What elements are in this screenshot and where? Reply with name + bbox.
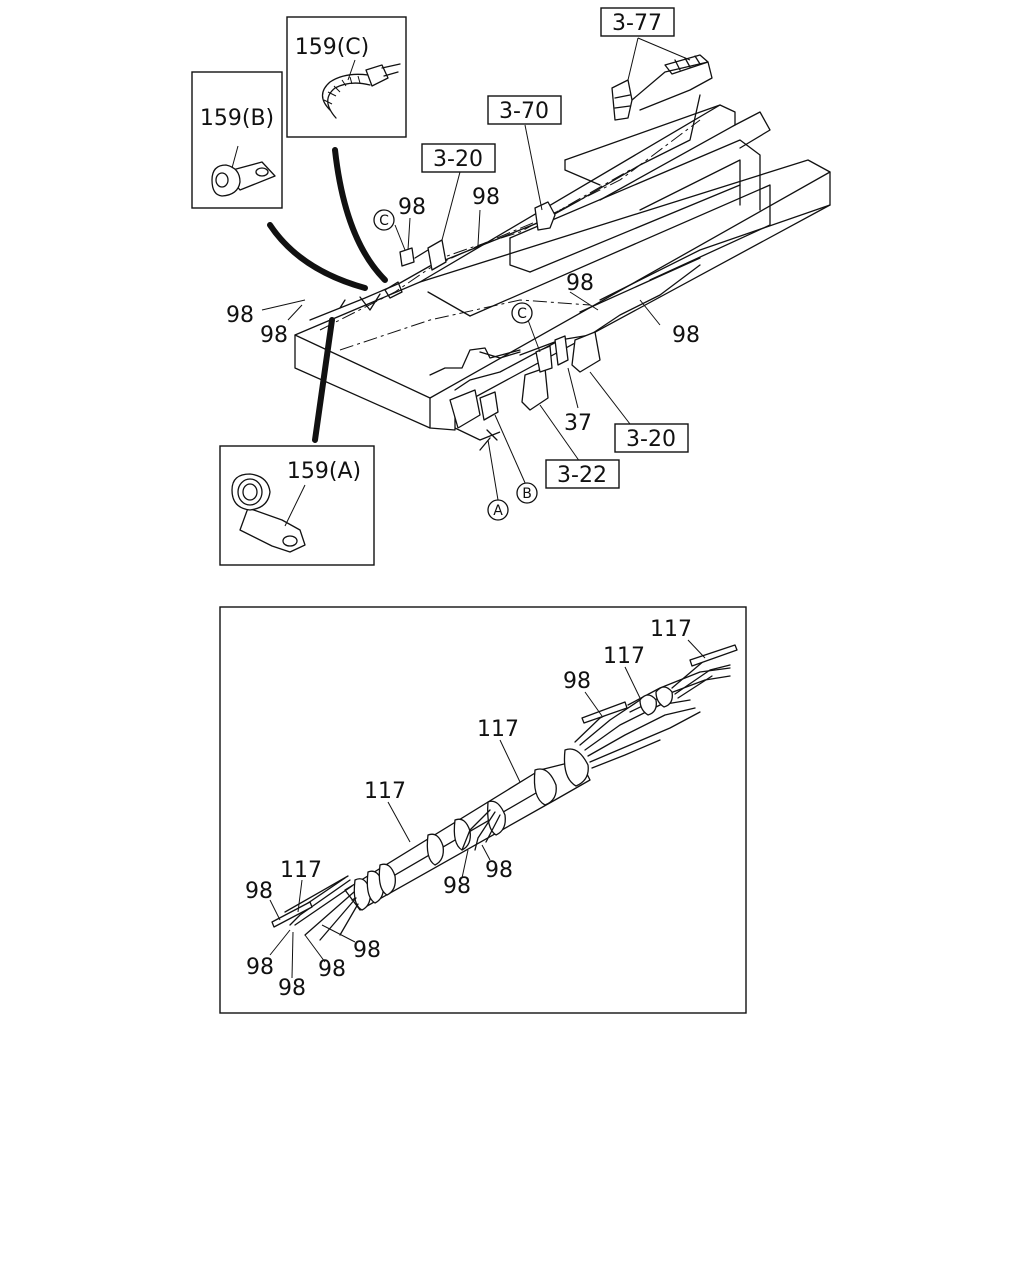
ref-box-3-20-right xyxy=(614,423,689,453)
callout-117-lower: 117 xyxy=(364,779,406,804)
callout-98-bottom-mid-a: 98 xyxy=(443,874,471,899)
marker-b xyxy=(516,482,538,504)
callout-98-bottom-fan-b: 98 xyxy=(246,955,274,980)
ref-box-3-20-left xyxy=(421,143,496,173)
connector-3-77 xyxy=(611,54,713,121)
callout-98-left-b: 98 xyxy=(260,323,288,348)
marker-c-right xyxy=(511,302,533,324)
leader-lines-bottom xyxy=(269,639,706,979)
marker-c-left-label: C xyxy=(379,213,389,229)
ref-3-20-left-label: 3-20 xyxy=(433,147,483,172)
marker-c-left xyxy=(373,209,395,231)
callout-98-bottom-upper: 98 xyxy=(563,669,591,694)
connector-group-left xyxy=(449,389,501,451)
ref-3-77-label: 3-77 xyxy=(612,11,662,36)
callout-98-bottom-fan-c: 98 xyxy=(318,957,346,982)
ref-box-3-77 xyxy=(600,7,675,37)
ref-3-20-right-label: 3-20 xyxy=(626,427,676,452)
callout-arc-159b xyxy=(267,222,368,291)
ref-box-3-22 xyxy=(545,459,620,489)
inset-159a-label: 159(A) xyxy=(287,459,361,484)
callout-98-upper: 98 xyxy=(472,185,500,210)
inset-tie-159c: 159(C) xyxy=(286,16,407,138)
callout-98-bottom-fan-d: 98 xyxy=(278,976,306,1001)
marker-c-right-label: C xyxy=(517,306,527,322)
callout-98-c: 98 xyxy=(398,195,426,220)
callout-98-bottom-mid-b: 98 xyxy=(485,858,513,883)
callout-98-bottom-left: 98 xyxy=(245,879,273,904)
inset-clamp-159a: 159(A) xyxy=(219,445,375,566)
callout-line-159a xyxy=(312,317,335,443)
wire-harness xyxy=(309,94,701,359)
callout-37: 37 xyxy=(564,411,592,436)
callout-98-bottom-fan-a: 98 xyxy=(353,938,381,963)
callout-arc-159c xyxy=(332,147,388,283)
marker-b-label: B xyxy=(522,486,532,502)
callout-98-right: 98 xyxy=(672,323,700,348)
inset-159c-label: 159(C) xyxy=(295,35,370,60)
inset-clamp-159b: 159(B) xyxy=(191,71,283,209)
callout-117-middle: 117 xyxy=(477,717,519,742)
marker-a xyxy=(487,499,509,521)
connector-3-20-left xyxy=(399,239,447,271)
ref-box-3-70 xyxy=(487,95,562,125)
callout-117-upper: 117 xyxy=(603,644,645,669)
harness-body xyxy=(271,644,738,941)
ref-3-22-label: 3-22 xyxy=(557,463,607,488)
callout-98-left-a: 98 xyxy=(226,303,254,328)
inset-159b-label: 159(B) xyxy=(200,106,274,131)
callout-117-left: 117 xyxy=(280,858,322,883)
callout-117-top: 117 xyxy=(650,617,692,642)
ref-3-70-label: 3-70 xyxy=(499,99,549,124)
connector-group-right xyxy=(521,331,601,411)
connector-3-70 xyxy=(534,201,556,231)
leader-lines-top xyxy=(261,37,691,501)
chassis-frame xyxy=(294,104,831,431)
callout-98-mid: 98 xyxy=(566,271,594,296)
marker-a-label: A xyxy=(493,503,503,519)
